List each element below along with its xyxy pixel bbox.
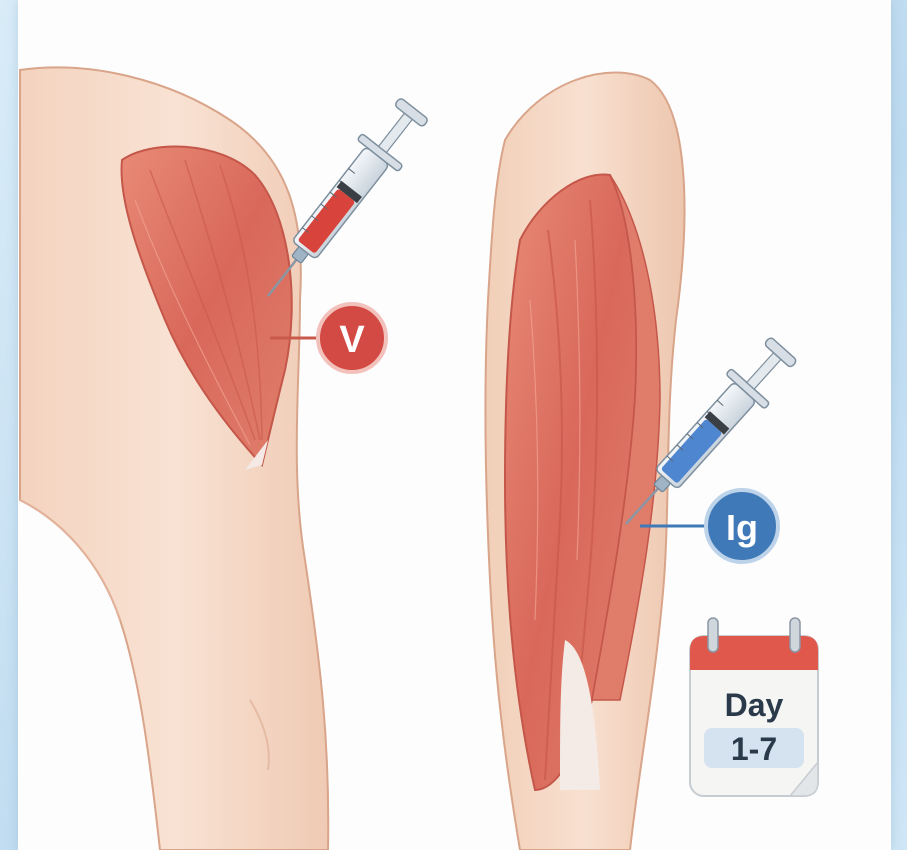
calendar-icon: Day 1-7 <box>690 618 818 796</box>
immunoglobulin-badge-label: Ig <box>726 507 758 548</box>
calendar-title: Day <box>725 687 784 723</box>
calendar-range: 1-7 <box>731 731 777 767</box>
vaccine-badge-label: V <box>339 319 365 361</box>
